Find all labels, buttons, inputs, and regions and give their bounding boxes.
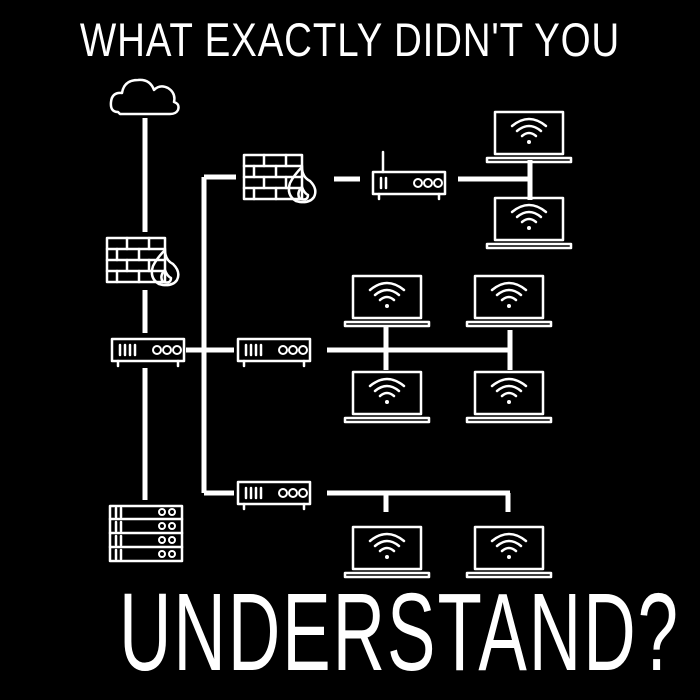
laptop-wifi-icon — [465, 525, 553, 579]
laptop-wifi-icon — [465, 370, 553, 424]
cloud-icon — [109, 78, 180, 116]
laptop-wifi-icon — [465, 274, 553, 328]
title-top: WHAT EXACTLY DIDN'T YOU — [79, 13, 621, 66]
laptop-wifi-icon — [343, 274, 431, 328]
switch-icon — [110, 337, 186, 368]
laptop-wifi-icon — [485, 110, 573, 164]
connector-lines — [142, 118, 533, 512]
server-rack-icon — [108, 504, 184, 563]
switch-icon — [236, 337, 312, 368]
firewall-icon — [105, 236, 180, 287]
laptop-wifi-icon — [485, 196, 573, 250]
firewall-icon — [242, 153, 317, 204]
router-icon — [371, 150, 447, 201]
laptop-wifi-icon — [343, 370, 431, 424]
laptop-wifi-icon — [343, 525, 431, 579]
title-bottom: UNDERSTAND? — [118, 571, 680, 694]
switch-icon — [236, 480, 312, 511]
